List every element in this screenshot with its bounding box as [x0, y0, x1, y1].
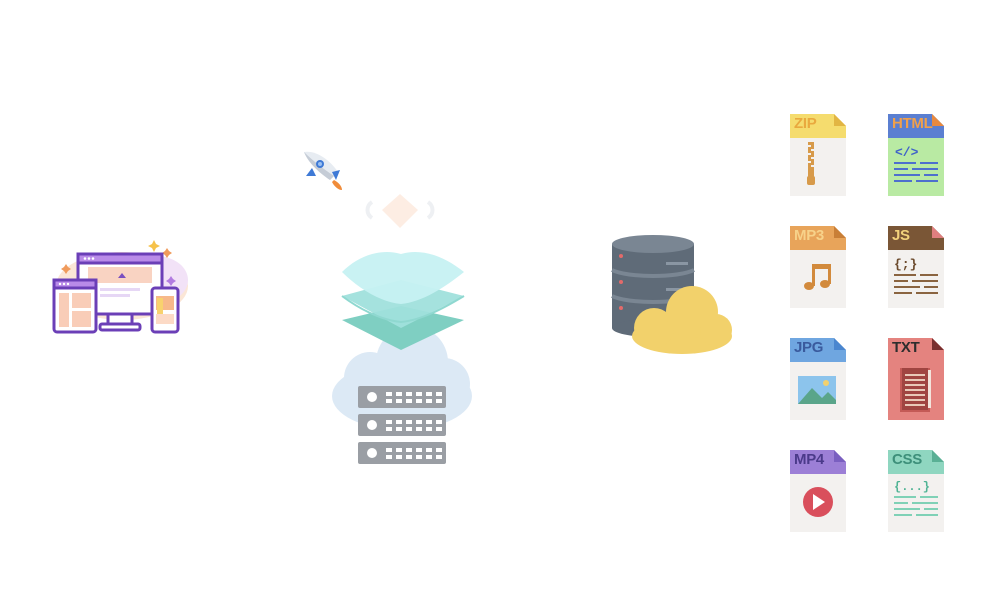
html-file-icon: </> HTML — [888, 114, 944, 196]
html-label: HTML — [892, 115, 933, 132]
zip-label: ZIP — [794, 115, 817, 132]
rocket-icon — [298, 146, 346, 194]
mp4-label: MP4 — [794, 451, 824, 468]
jpg-file-icon: JPG — [790, 338, 846, 420]
zip-file-icon: ZIP — [790, 114, 846, 196]
txt-file-icon: TXT — [888, 338, 944, 420]
svg-text:{;}: {;} — [894, 257, 917, 272]
svg-text:{...}: {...} — [894, 480, 930, 494]
svg-text:</>: </> — [895, 145, 919, 160]
css-file-icon: {...} CSS — [888, 450, 944, 532]
js-label: JS — [892, 227, 910, 244]
css-label: CSS — [892, 451, 922, 468]
cloud-database-icon — [608, 232, 734, 356]
txt-label: TXT — [892, 339, 920, 356]
jpg-label: JPG — [794, 339, 824, 356]
cloud-server-stack-icon — [326, 188, 476, 472]
mp4-file-icon: MP4 — [790, 450, 846, 532]
js-file-icon: {;} JS — [888, 226, 944, 308]
mp3-label: MP3 — [794, 227, 824, 244]
responsive-devices-icon — [44, 236, 190, 336]
mp3-file-icon: MP3 — [790, 226, 846, 308]
